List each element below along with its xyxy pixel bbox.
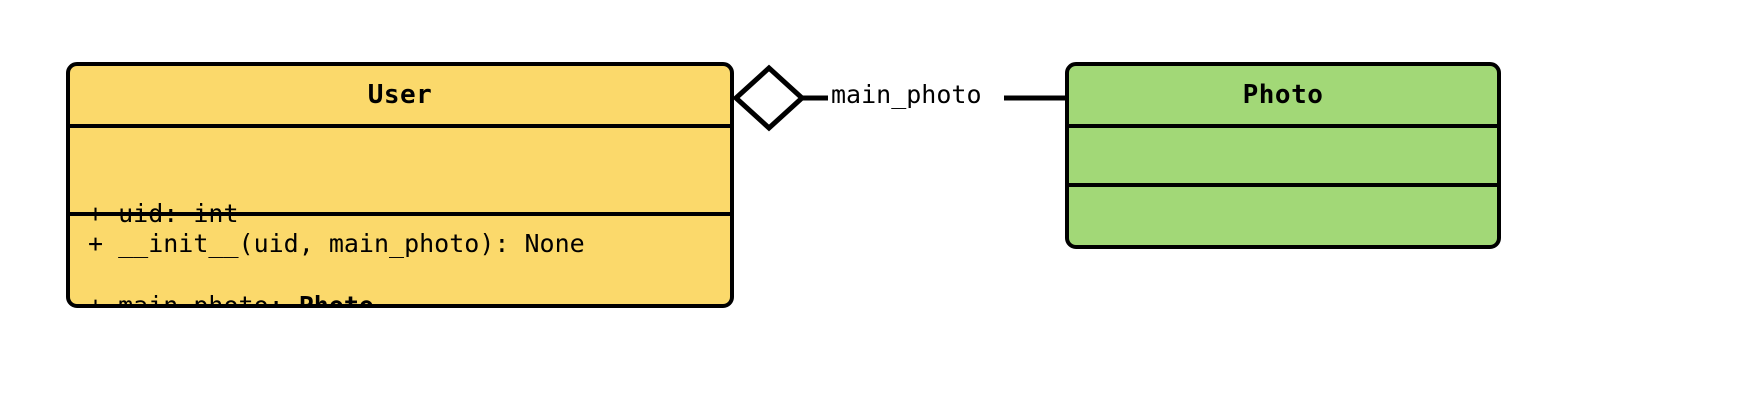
aggregation-diamond-icon (732, 64, 806, 132)
aggregation-role-label: main_photo (828, 80, 985, 110)
uml-class-user[interactable]: User + uid: int + main_photo: Photo + __… (66, 62, 734, 308)
uml-class-photo-methods (1069, 183, 1497, 245)
uml-class-photo[interactable]: Photo (1065, 62, 1501, 249)
attribute-main-photo-type: Photo (298, 290, 374, 308)
attribute-main-photo-prefix: + main_photo: (88, 290, 299, 308)
uml-class-photo-attributes (1069, 124, 1497, 183)
attribute-main-photo: + main_photo: Photo (88, 290, 712, 308)
uml-class-photo-title: Photo (1242, 80, 1324, 110)
uml-class-user-title: User (367, 80, 433, 110)
uml-class-user-attributes: + uid: int + main_photo: Photo (70, 124, 730, 304)
uml-class-user-methods: + __init__(uid, main_photo): None (70, 212, 730, 274)
method-init: + __init__(uid, main_photo): None (88, 228, 585, 258)
